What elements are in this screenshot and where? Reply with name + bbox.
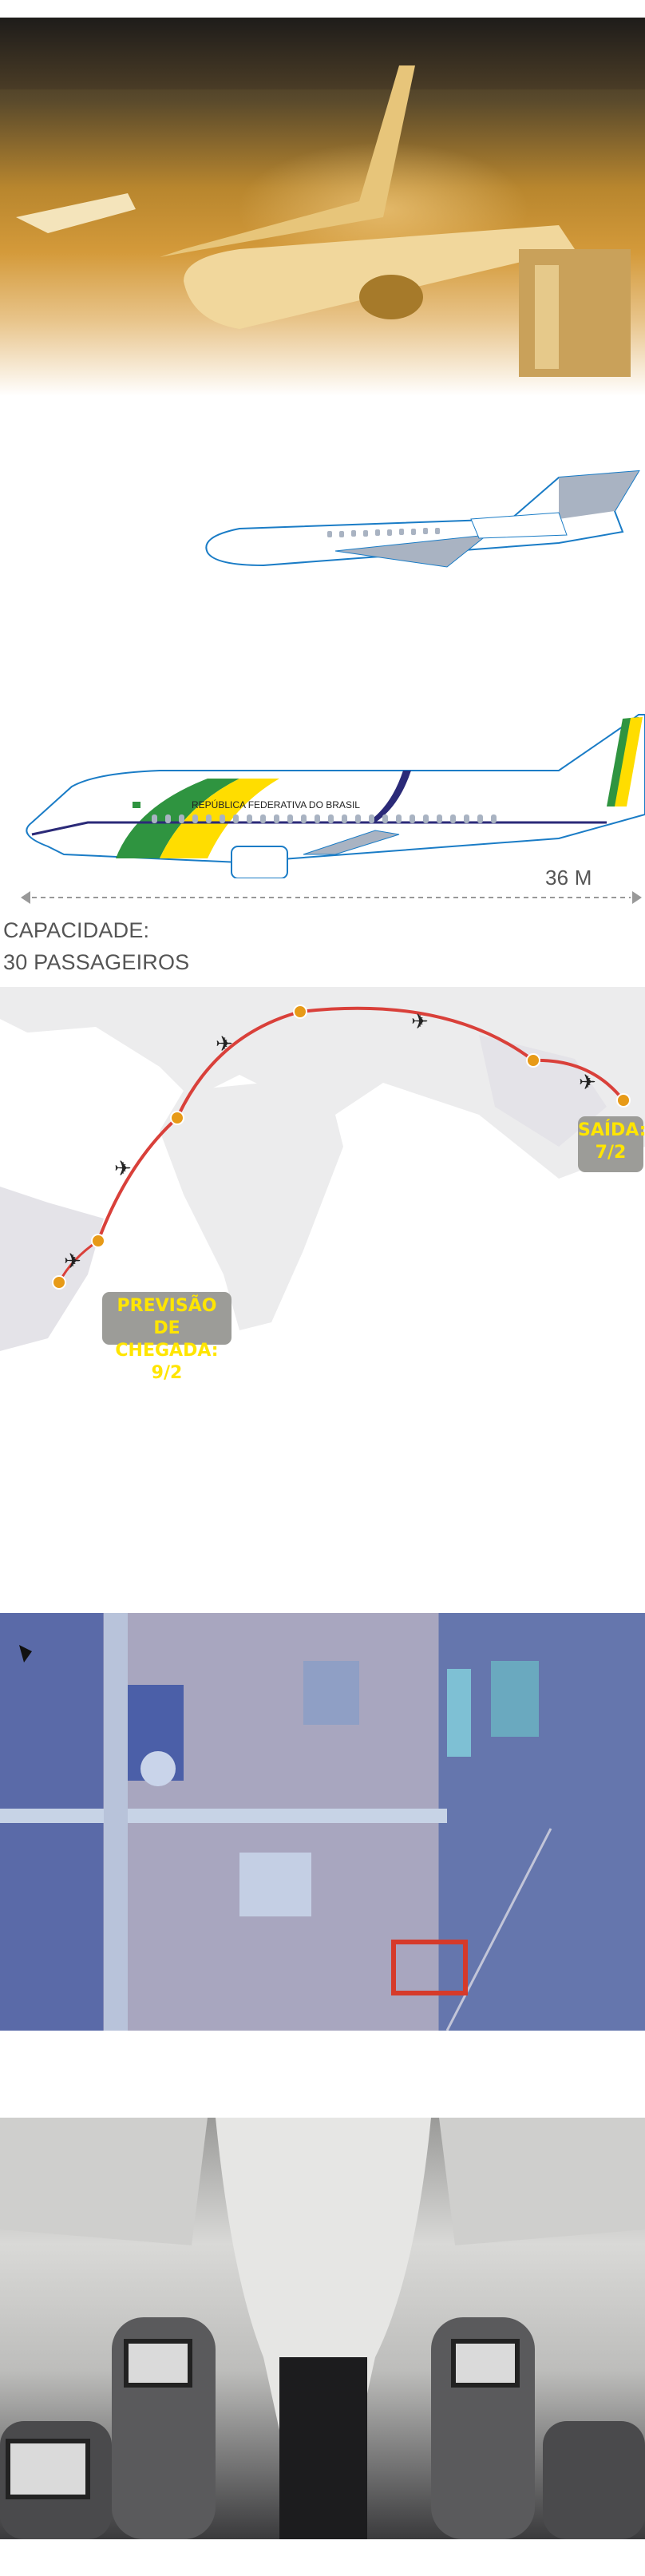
capacity-value: 30 PASSAGEIROS — [3, 950, 190, 974]
cabin-window — [179, 814, 184, 823]
aircraft-photo-illustration — [16, 65, 631, 377]
plane-icons: ✈ ✈ ✈ ✈ ✈ — [64, 1009, 596, 1273]
cabin-window — [233, 814, 239, 823]
svg-text:✈: ✈ — [579, 1070, 596, 1094]
cabin-window — [247, 814, 252, 823]
cabin-window — [410, 814, 415, 823]
north-arrow-icon — [19, 1645, 32, 1663]
cabin-window — [260, 814, 266, 823]
cabin-window — [328, 814, 334, 823]
satellite-features — [0, 1613, 552, 2031]
cabin-window — [342, 814, 347, 823]
photo-background — [0, 18, 645, 89]
svg-text:✈: ✈ — [216, 1032, 233, 1056]
cabin-window — [315, 814, 320, 823]
capacity-label: CAPACIDADE: — [3, 918, 150, 942]
cabin-window — [220, 814, 225, 823]
length-dimension-arrow — [21, 891, 642, 904]
cabin-window — [192, 814, 198, 823]
cabin-interior-photo — [0, 2118, 645, 2539]
cabin-window — [152, 814, 157, 823]
cabin-window — [423, 814, 429, 823]
legacy-jet-illustration — [205, 470, 640, 568]
svg-text:✈: ✈ — [114, 1156, 132, 1180]
arrival-label: PREVISÃO DE — [117, 1296, 217, 1338]
cabin-window — [477, 814, 483, 823]
cabin-window — [382, 814, 388, 823]
cabin-window — [396, 814, 402, 823]
cabin-window — [206, 814, 212, 823]
departure-date: 7/2 — [595, 1143, 627, 1163]
cabin-window — [274, 814, 279, 823]
highlight-box — [391, 1940, 468, 1995]
aircraft-photo-night-apron — [0, 18, 645, 396]
world-map: ✈ ✈ ✈ ✈ ✈ — [0, 987, 645, 1351]
cabin-window — [301, 814, 307, 823]
cabin-window — [491, 814, 497, 823]
route-stops — [52, 1005, 631, 1290]
cabin-features — [0, 2118, 645, 2539]
cabin-window — [437, 814, 442, 823]
embraer-190-illustration: REPÚBLICA FEDERATIVA DO BRASIL — [26, 714, 645, 878]
cabin-window — [369, 814, 374, 823]
svg-text:✈: ✈ — [411, 1009, 429, 1033]
arrival-tag: PREVISÃO DE CHEGADA: 9/2 — [102, 1292, 231, 1383]
departure-label: SAÍDA: — [578, 1120, 645, 1140]
cabin-window — [464, 814, 469, 823]
length-label: 36 M — [545, 866, 592, 890]
cabin-window — [355, 814, 361, 823]
departure-tag: SAÍDA: 7/2 — [578, 1116, 645, 1172]
arrival-date: CHEGADA: 9/2 — [115, 1341, 219, 1383]
livery-text: REPÚBLICA FEDERATIVA DO BRASIL — [192, 799, 360, 810]
svg-text:✈: ✈ — [64, 1249, 81, 1273]
cabin-window — [287, 814, 293, 823]
cabin-window — [450, 814, 456, 823]
satellite-image-air-base — [0, 1613, 645, 2031]
route-map: ✈ ✈ ✈ ✈ ✈ SAÍDA: 7/2 PREVISÃO DE CHEGADA: 9/… — [0, 987, 645, 1383]
cabin-window — [165, 814, 171, 823]
